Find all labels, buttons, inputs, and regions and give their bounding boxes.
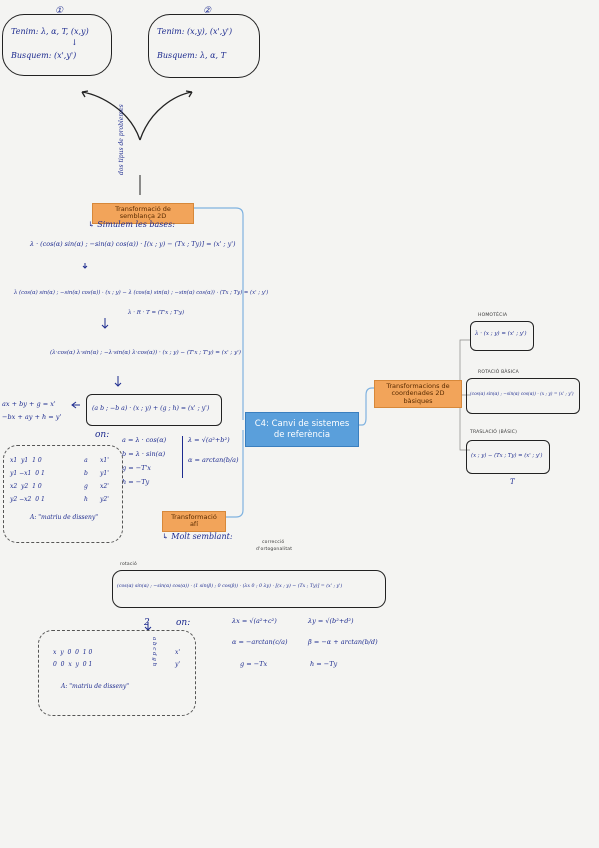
basic-scale-label: HOMOTÈCIA [478, 313, 508, 318]
affine-row-1: x y 0 0 1 0 [53, 649, 93, 656]
basic-scale-box: λ · (x ; y) = (x' ; y') [470, 321, 534, 351]
affine-def-h: h = −Ty [310, 660, 338, 668]
affine-on-label: on: [176, 618, 191, 628]
bubble-2-line1: Tenim: (x,y), (x',y') [157, 27, 233, 36]
affine-marker: 2 [144, 618, 150, 628]
bubble-problem-1: ① Tenim: λ, α, T, (x,y) ↓ Busquem: (x',y… [2, 6, 112, 76]
bubble-2-marker: ② [203, 6, 212, 16]
design-row-1: x1 y1 1 0 [10, 457, 42, 464]
bubble-1-line2: Busquem: (x',y') [11, 51, 77, 60]
design-row-2: y1 −x1 0 1 [10, 470, 45, 477]
system-eq-2: −bx + ay + h = y' [2, 413, 62, 421]
system-eq-1: ax + by + g = x' [2, 400, 56, 408]
equation-2-sub: λ · R · T = (T'x ; T'y) [128, 310, 185, 316]
design-row-3: x2 y2 1 0 [10, 483, 42, 490]
affine-equation-box: (cos(α) sin(α) ; −sin(α) cos(α)) · (1 si… [112, 570, 386, 608]
equation-2: λ (cos(α) sin(α) ; −sin(α) cos(α)) · (x … [14, 290, 269, 296]
basic-translation-label: TRASLACIÓ (BÀSIC) [470, 430, 518, 435]
affine-def-alpha: α = −arctan(c/a) [232, 638, 288, 646]
design-matrix: x1 y1 1 0 y1 −x1 0 1 x2 y2 1 0 y2 −x2 0 … [10, 454, 45, 506]
def-h: h = −Ty [122, 478, 150, 486]
note-non-orthogonal: d'ortogonalitat [256, 547, 293, 552]
affine-def-g: g = −Tx [240, 660, 268, 668]
equation-1: λ · (cos(α) sin(α) ; −sin(α) cos(α)) · [… [30, 240, 236, 248]
note-correction: correcció [262, 540, 285, 545]
def-g: g = −T'x [122, 464, 151, 472]
affine-design-box: x y 0 0 1 0 0 0 x y 0 1 a b c d g h x'y'… [38, 630, 196, 716]
affine-design-matrix: x y 0 0 1 0 0 0 x y 0 1 [53, 647, 92, 671]
def-a: a = λ · cos(α) [122, 436, 167, 444]
bubble-1-marker: ① [55, 6, 64, 16]
central-node[interactable]: C4: Canvi de sistemes de referència [245, 412, 359, 448]
bubble-2-line2: Busquem: λ, α, T [157, 51, 226, 60]
affine-def-ly: λy = √(b²+d²) [308, 617, 354, 625]
basic-rotation-box: (cos(α) sin(α) ; −sin(α) cos(α)) · (x ; … [466, 378, 580, 414]
basic-translation-box: (x ; y) − (Tx ; Ty) = (x' ; y') [466, 440, 550, 474]
node-similarity[interactable]: Transformació de semblança 2D [92, 203, 194, 224]
design-matrix-label: A: "matriu de disseny" [30, 514, 99, 521]
node-affine[interactable]: Transformació afí [162, 511, 226, 532]
affine-def-beta: β = −α + arctan(b/d) [308, 638, 378, 646]
affine-design-label: A: "matriu de disseny" [61, 683, 130, 690]
def-lambda: λ = √(a²+b²) [188, 436, 230, 444]
basic-scale-eq: λ · (x ; y) = (x' ; y') [475, 331, 527, 337]
bubble-problem-2: ② Tenim: (x,y), (x',y') Busquem: λ, α, T [148, 6, 260, 78]
two-types-label: dos tipus de problemes [118, 104, 125, 175]
affine-title: ↳ Molt semblant: [162, 532, 233, 541]
def-alpha: α = arctan(b/a) [188, 456, 239, 464]
def-divider [182, 436, 183, 478]
on-label: on: [95, 430, 110, 440]
affine-row-2: 0 0 x y 0 1 [53, 661, 93, 668]
design-matrix-box: x1 y1 1 0 y1 −x1 0 1 x2 y2 1 0 y2 −x2 0 … [3, 445, 123, 543]
def-b: b = λ · sin(α) [122, 450, 166, 458]
bubble-1-arrow: ↓ [71, 38, 78, 47]
basic-translation-eq: (x ; y) − (Tx ; Ty) = (x' ; y') [471, 453, 543, 459]
affine-observations: x'y' [175, 649, 181, 668]
affine-equation: (cos(α) sin(α) ; −sin(α) cos(α)) · (1 si… [117, 584, 343, 589]
design-row-4: y2 −x2 0 1 [10, 496, 45, 503]
affine-unknowns: a b c d g h [151, 637, 157, 667]
basic-rotation-eq: (cos(α) sin(α) ; −sin(α) cos(α)) · (x ; … [470, 392, 574, 397]
simplify-title: ↳ Simulem les bases: [88, 220, 175, 229]
affine-def-lx: λx = √(a²+c²) [232, 617, 277, 625]
bubble-1-line1: Tenim: λ, α, T, (x,y) [11, 27, 89, 36]
basic-rotation-label: ROTACIÓ BÀSICA [478, 370, 519, 375]
equation-3: (λ·cos(α) λ·sin(α) ; −λ·sin(α) λ·cos(α))… [50, 350, 241, 356]
node-basic-coordinates[interactable]: Transformacions de coordenades 2D bàsiqu… [374, 380, 462, 409]
design-observations: x1'y1'x2'y2' [100, 457, 109, 503]
equation-4-box: (a b ; −b a) · (x ; y) + (g ; h) = (x' ;… [86, 394, 222, 426]
equation-4: (a b ; −b a) · (x ; y) + (g ; h) = (x' ;… [92, 405, 210, 412]
note-rotation: rotació [120, 562, 137, 567]
basic-translation-mark: T [510, 478, 515, 486]
